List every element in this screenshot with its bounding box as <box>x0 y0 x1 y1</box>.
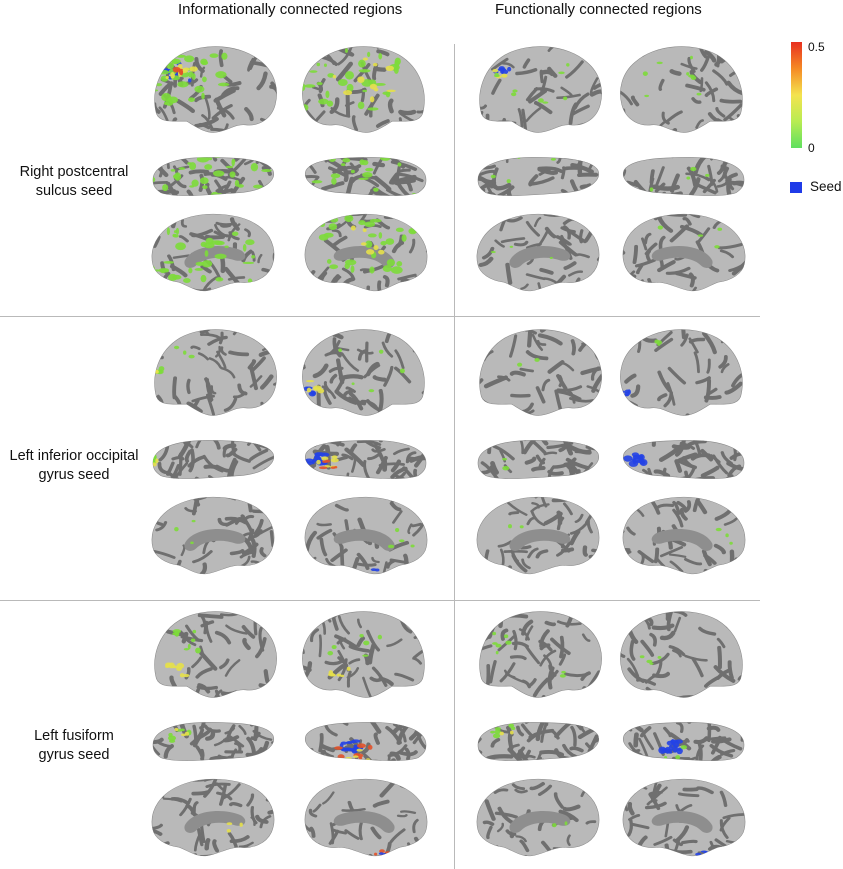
brain-surface-medial <box>622 214 746 292</box>
brain-surface-lateral <box>302 611 425 698</box>
row-label-inferior-occipital: Left inferior occipital gyrus seed <box>0 447 148 485</box>
brain-surface-ventral <box>477 440 600 479</box>
brain-surface-lateral <box>620 46 743 133</box>
brain-surface-ventral <box>152 157 275 196</box>
brain-surface-ventral <box>304 440 427 479</box>
colorbar <box>791 42 802 148</box>
column-title-informational: Informationally connected regions <box>178 1 403 18</box>
brain-surface-ventral <box>152 722 275 761</box>
brain-surface-medial <box>476 497 600 575</box>
seed-legend-label: Seed <box>810 179 842 194</box>
brain-surface-medial <box>304 779 428 857</box>
row-label-fusiform: Left fusiform gyrus seed <box>0 727 148 765</box>
brain-surface-ventral <box>477 722 600 761</box>
brain-surface-medial <box>304 214 428 292</box>
brain-surface-lateral <box>154 329 277 416</box>
seed-swatch <box>790 182 802 193</box>
brain-surface-lateral <box>620 611 743 698</box>
brain-surface-lateral <box>302 46 425 133</box>
row-label-fusiform-line2: gyrus seed <box>38 747 110 763</box>
brain-surface-lateral <box>154 46 277 133</box>
brain-surface-ventral <box>477 157 600 196</box>
brain-surface-medial <box>622 497 746 575</box>
brain-surface-ventral <box>622 157 745 196</box>
row-label-postcentral-line2: sulcus seed <box>35 183 113 199</box>
horizontal-divider-1 <box>0 316 760 317</box>
brain-surface-lateral <box>302 329 425 416</box>
brain-surface-medial <box>476 214 600 292</box>
brain-surface-ventral <box>304 722 427 761</box>
brain-surface-lateral <box>479 611 602 698</box>
brain-surface-lateral <box>620 329 743 416</box>
brain-surface-lateral <box>154 611 277 698</box>
brain-surface-ventral <box>152 440 275 479</box>
brain-surface-ventral <box>304 157 427 196</box>
horizontal-divider-2 <box>0 600 760 601</box>
row-label-postcentral: Right postcentral sulcus seed <box>0 163 148 201</box>
brain-surface-lateral <box>479 329 602 416</box>
brain-surface-medial <box>622 779 746 857</box>
colorbar-min-label: 0 <box>808 141 815 155</box>
row-label-fusiform-line1: Left fusiform <box>34 728 114 744</box>
brain-surface-medial <box>151 779 275 857</box>
brain-surface-medial <box>151 497 275 575</box>
brain-surface-ventral <box>622 440 745 479</box>
row-label-inferior-occipital-line1: Left inferior occipital <box>9 448 139 464</box>
brain-surface-lateral <box>479 46 602 133</box>
brain-surface-medial <box>476 779 600 857</box>
brain-surface-medial <box>304 497 428 575</box>
brain-surface-ventral <box>622 722 745 761</box>
vertical-divider <box>454 44 455 869</box>
column-title-functional: Functionally connected regions <box>495 1 702 18</box>
row-label-postcentral-line1: Right postcentral <box>19 164 129 180</box>
row-label-inferior-occipital-line2: gyrus seed <box>38 467 110 483</box>
colorbar-max-label: 0.5 <box>808 40 825 54</box>
brain-surface-medial <box>151 214 275 292</box>
